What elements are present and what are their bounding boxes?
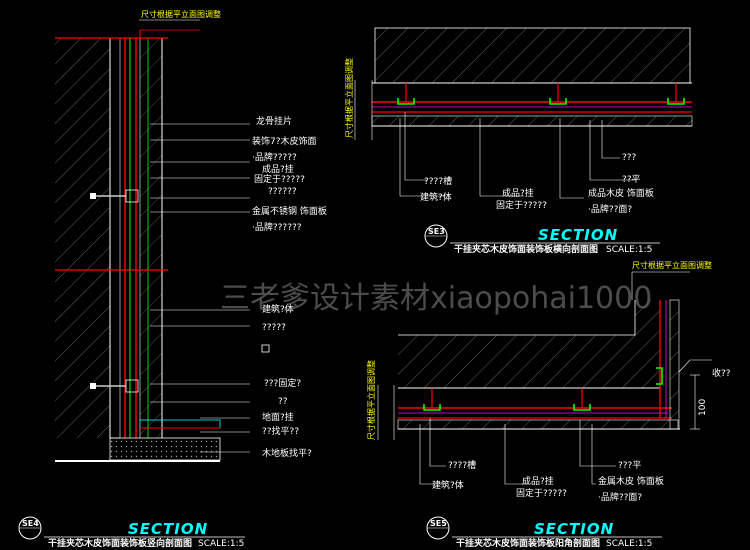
rb-label-7: ???平 <box>618 460 641 471</box>
left-leaders <box>150 123 250 453</box>
rb-top-note: 尺寸根据平立面图调整 <box>632 260 712 270</box>
left-floor-screed <box>109 437 221 461</box>
rb-label-3: ????槽 <box>448 459 476 471</box>
left-label-7: 金属不锈钢 饰面板 <box>252 205 327 217</box>
rb-wall-hatch <box>398 300 660 388</box>
left-label-1: 龙骨挂片 <box>256 115 292 127</box>
left-label-4: 成品?挂 <box>262 163 294 175</box>
rb-label-4: 建筑?体 <box>432 479 464 491</box>
rb-panel-horizontal <box>397 419 679 430</box>
rb-badge: SE5 <box>430 519 447 528</box>
rt-label-6: 固定于????? <box>496 199 547 211</box>
rb-label-8: 金属木皮 饰面板 <box>598 475 664 487</box>
left-wall-hatch <box>55 38 110 438</box>
left-label-3: ·品牌????? <box>252 151 297 163</box>
rb-leaders <box>419 418 616 485</box>
rt-caption: 干挂夹芯木皮饰面装饰板横向剖面图 <box>454 243 598 255</box>
rt-side-note: 尺寸根据平立面图调整 <box>344 58 354 138</box>
rb-label-5: 成品?挂 <box>522 475 554 487</box>
left-label-5: 固定于????? <box>254 173 305 185</box>
rt-leaders <box>399 112 636 199</box>
right-bottom-section-detail: 尺寸根据平立面图调整 尺寸根据平立面图调整 100 收?? <box>366 260 731 549</box>
rt-wall-hatch <box>375 28 690 83</box>
left-label-9: 建筑?体 <box>262 303 294 315</box>
rt-label-8: ·品牌??面? <box>588 203 632 215</box>
left-panel-hatch <box>140 38 162 438</box>
rt-label-2: ??平 <box>622 174 641 185</box>
left-section-detail: 尺寸根据平立面图调整 龙骨挂片 装饰7?木皮饰面 ·品牌????? 成品?挂 固… <box>18 9 327 549</box>
rt-label-3: ????槽 <box>424 175 452 187</box>
rt-scale: SCALE:1:5 <box>606 245 652 255</box>
rt-label-5: 成品?挂 <box>502 187 534 199</box>
right-top-section-detail: 尺寸根据平立面图调整 ??? ??平 ????槽 建筑?体 成品?挂 固定于??… <box>344 27 693 255</box>
rb-label-1: 收?? <box>712 367 731 379</box>
rb-side-note: 尺寸根据平立面图调整 <box>366 360 376 440</box>
left-label-8: ·品牌?????? <box>252 221 302 233</box>
rb-label-6: 固定于????? <box>516 487 567 499</box>
left-top-note: 尺寸根据平立面图调整 <box>141 9 221 19</box>
rb-panel-vertical <box>669 299 680 430</box>
rb-dimension: 100 <box>698 399 708 416</box>
rt-section-title: SECTION <box>538 226 618 244</box>
left-label-14: ??找平?? <box>262 425 299 437</box>
rt-badge: SE3 <box>428 227 445 236</box>
left-cursor-box <box>261 344 270 353</box>
rb-green-clips <box>423 367 663 411</box>
left-label-2: 装饰7?木皮饰面 <box>252 135 317 147</box>
rt-label-1: ??? <box>622 153 637 163</box>
left-label-13: 地面?挂 <box>262 411 294 423</box>
rb-scale: SCALE:1:5 <box>606 539 652 549</box>
rb-label-9: ·品牌??面? <box>598 491 642 503</box>
left-label-12: ?? <box>278 397 288 407</box>
left-scale: SCALE:1:5 <box>198 539 244 549</box>
watermark: 三老爹设计素材xiaopohai1000 <box>220 281 652 316</box>
left-label-15: 木地板找平? <box>262 447 312 459</box>
left-section-title: SECTION <box>128 520 208 538</box>
rt-panel <box>371 115 693 127</box>
rt-green-clips <box>397 98 685 105</box>
rb-caption: 干挂夹芯木皮饰面装饰板阳角剖面图 <box>456 537 600 549</box>
left-caption: 干挂夹芯木皮饰面装饰板竖向剖面图 <box>48 537 192 549</box>
left-substrate <box>109 37 121 439</box>
rt-label-4: 建筑?体 <box>420 191 452 203</box>
left-label-11: ???固定? <box>264 377 301 389</box>
rb-section-title: SECTION <box>534 520 614 538</box>
left-badge: SE4 <box>22 519 39 528</box>
left-label-6: ?????? <box>268 187 297 197</box>
rt-label-7: 成品木皮 饰面板 <box>588 187 654 199</box>
left-label-10: ????? <box>262 323 286 333</box>
